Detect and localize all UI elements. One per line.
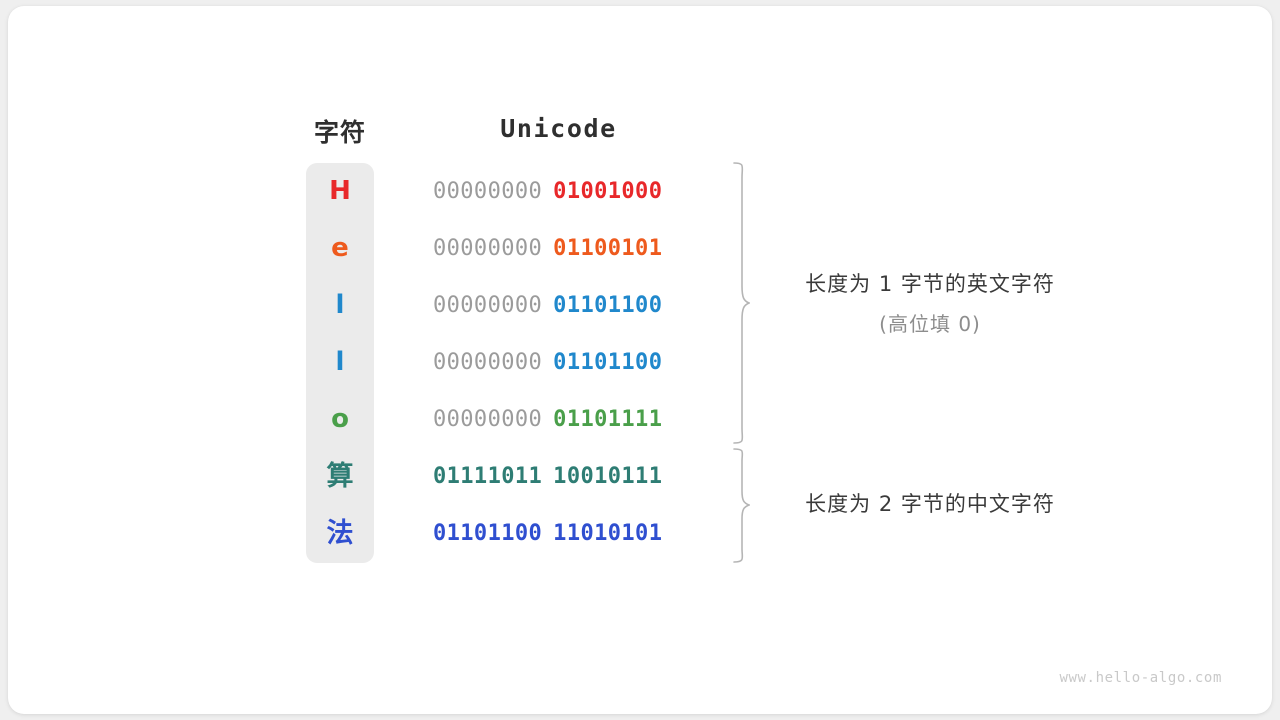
binary-row-1: 00000000 01100101 <box>433 220 684 277</box>
binary-high-byte-6: 01101100 <box>433 521 543 546</box>
brace-ascii-group <box>733 162 750 444</box>
binary-high-byte-4: 00000000 <box>433 407 543 432</box>
binary-row-4: 00000000 01101111 <box>433 391 684 448</box>
annotation-ascii-line2: (高位填 0) <box>879 312 981 336</box>
binary-low-byte-5: 10010111 <box>553 464 663 489</box>
binary-high-byte-2: 00000000 <box>433 293 543 318</box>
binary-row-2: 00000000 01101100 <box>433 277 684 334</box>
annotation-ascii-line1: 长度为 1 字节的英文字符 <box>805 272 1055 296</box>
binary-low-byte-0: 01001000 <box>553 179 663 204</box>
unicode-column-header: Unicode <box>500 114 617 143</box>
character-cell-2: l <box>335 290 345 320</box>
binary-row-6: 01101100 11010101 <box>433 505 684 562</box>
binary-high-byte-5: 01111011 <box>433 464 543 489</box>
annotation-cjk-line1: 长度为 2 字节的中文字符 <box>805 492 1055 516</box>
annotation-ascii: 长度为 1 字节的英文字符 (高位填 0) <box>760 268 1100 337</box>
character-cell-1: e <box>331 233 349 263</box>
binary-high-byte-0: 00000000 <box>433 179 543 204</box>
binary-low-byte-6: 11010101 <box>553 521 663 546</box>
binary-high-byte-3: 00000000 <box>433 350 543 375</box>
annotation-cjk: 长度为 2 字节的中文字符 <box>760 488 1100 518</box>
binary-low-byte-4: 01101111 <box>553 407 663 432</box>
watermark-url: www.hello-algo.com <box>1059 670 1222 686</box>
binary-low-byte-1: 01100101 <box>553 236 663 261</box>
binary-high-byte-1: 00000000 <box>433 236 543 261</box>
binary-row-0: 00000000 01001000 <box>433 163 684 220</box>
figure-card <box>8 6 1272 714</box>
character-cell-0: H <box>329 176 351 206</box>
character-column-panel <box>306 163 374 563</box>
binary-row-5: 01111011 10010111 <box>433 448 684 505</box>
binary-low-byte-3: 01101100 <box>553 350 663 375</box>
brace-cjk-group <box>733 448 750 563</box>
character-cell-3: l <box>335 347 345 377</box>
binary-low-byte-2: 01101100 <box>553 293 663 318</box>
character-cell-6: 法 <box>326 518 354 549</box>
binary-row-3: 00000000 01101100 <box>433 334 684 391</box>
character-cell-5: 算 <box>326 461 354 492</box>
character-column-header: 字符 <box>313 118 366 147</box>
character-cell-4: o <box>331 404 349 434</box>
